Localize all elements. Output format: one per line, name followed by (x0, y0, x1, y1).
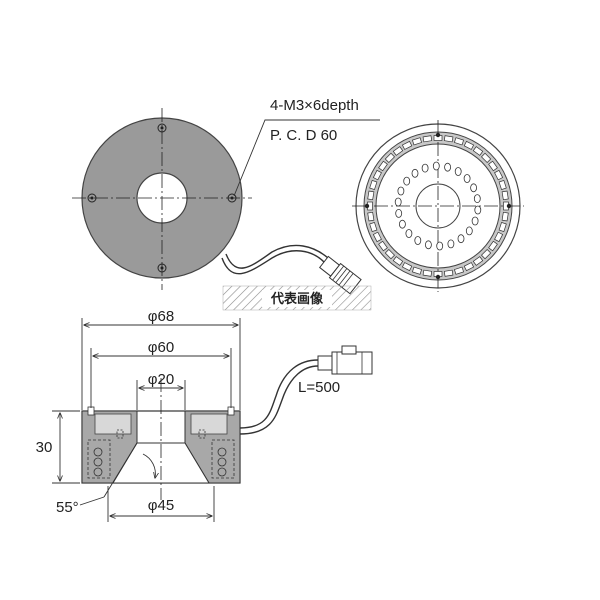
dim-inner-bottom-label: φ45 (148, 497, 174, 514)
led-dot (421, 163, 429, 173)
dim-height-label: 30 (36, 439, 53, 456)
pocket-top-left (94, 413, 132, 435)
led-dot (398, 219, 406, 229)
led-segment (378, 240, 388, 252)
pcd-label: P. C. D 60 (270, 127, 337, 144)
led-segment (494, 231, 504, 243)
representative-image-label: 代表画像 (270, 291, 324, 306)
led-segment (401, 262, 413, 272)
screw-hole-left (87, 193, 97, 203)
screw-hole-right (227, 193, 237, 203)
led-segment (463, 262, 475, 272)
led-segment (463, 140, 475, 150)
led-segment (453, 266, 465, 275)
led-segment (422, 269, 433, 277)
led-dot (397, 186, 405, 196)
led-segment (472, 146, 484, 156)
led-segment (372, 169, 382, 181)
dimension-lines (52, 318, 241, 522)
led-segment (453, 137, 465, 146)
section-view (81, 345, 373, 500)
internal-left (87, 439, 111, 479)
led-dot (457, 234, 465, 244)
led-segment (488, 240, 498, 252)
led-dot (414, 236, 422, 245)
led-segment (411, 137, 423, 146)
cable-outline-a (221, 250, 325, 275)
led-dot (394, 197, 402, 207)
led-segment (392, 146, 404, 156)
led-segment (501, 190, 509, 201)
led-segment (384, 249, 395, 260)
led-dot (405, 229, 413, 238)
led-dot (473, 194, 481, 204)
screw-mark-left (87, 406, 95, 416)
angle-label: 55° (56, 499, 79, 516)
thread-spec-label: 4-M3×6depth (270, 97, 359, 114)
led-segment (443, 269, 454, 277)
face-screw-point (364, 203, 370, 209)
led-segment (481, 249, 492, 260)
screw-mark-right (227, 406, 235, 416)
led-dot (454, 167, 462, 176)
face-screw-point (435, 132, 441, 138)
led-segment (378, 160, 388, 172)
led-segment (367, 211, 375, 222)
led-dot (411, 168, 419, 178)
led-segment (372, 231, 382, 243)
led-segment (401, 140, 413, 150)
led-dot (447, 239, 455, 249)
led-segment (422, 135, 433, 143)
led-dot (424, 240, 432, 250)
led-center-hole (415, 183, 461, 229)
led-face-view (352, 120, 524, 292)
led-dot (444, 162, 452, 172)
led-segment (488, 160, 498, 172)
led-dot (395, 208, 403, 218)
led-dot (463, 174, 471, 183)
led-segment (392, 256, 404, 266)
dim-inner-top-label: φ20 (148, 371, 174, 388)
led-dot (403, 176, 411, 186)
pocket-top-right (190, 413, 228, 435)
led-segment (501, 211, 509, 222)
led-dot (474, 205, 482, 215)
side-cable-b (239, 365, 319, 435)
led-segment (494, 169, 504, 181)
internal-right (211, 439, 235, 479)
led-segment (369, 179, 378, 191)
cable-length-label: L=500 (298, 379, 340, 396)
side-cable-a (239, 359, 319, 429)
led-segment (498, 179, 507, 191)
dim-pcd-label: φ60 (148, 339, 174, 356)
led-dot (465, 226, 473, 236)
representative-image-label-bg (262, 290, 332, 307)
screw-hole-top (157, 123, 167, 133)
led-coils (93, 429, 227, 477)
led-segment (481, 152, 492, 163)
dim-outer-label: φ68 (148, 308, 174, 325)
led-segment (443, 135, 454, 143)
front-view (72, 108, 380, 295)
cable-outline-b (225, 244, 329, 269)
led-segment (472, 256, 484, 266)
led-segment (367, 190, 375, 201)
led-segment (411, 266, 423, 275)
led-segment (384, 152, 395, 163)
thread-leader-line (233, 119, 380, 197)
face-screw-point (506, 203, 512, 209)
led-dot (432, 161, 440, 171)
led-dot (471, 216, 479, 226)
led-dot (436, 241, 444, 251)
screw-hole-bottom (157, 263, 167, 273)
led-segment (498, 221, 507, 233)
face-screw-point (435, 274, 441, 280)
led-dot (470, 183, 478, 193)
led-segment (369, 221, 378, 233)
connector-side (317, 345, 373, 375)
